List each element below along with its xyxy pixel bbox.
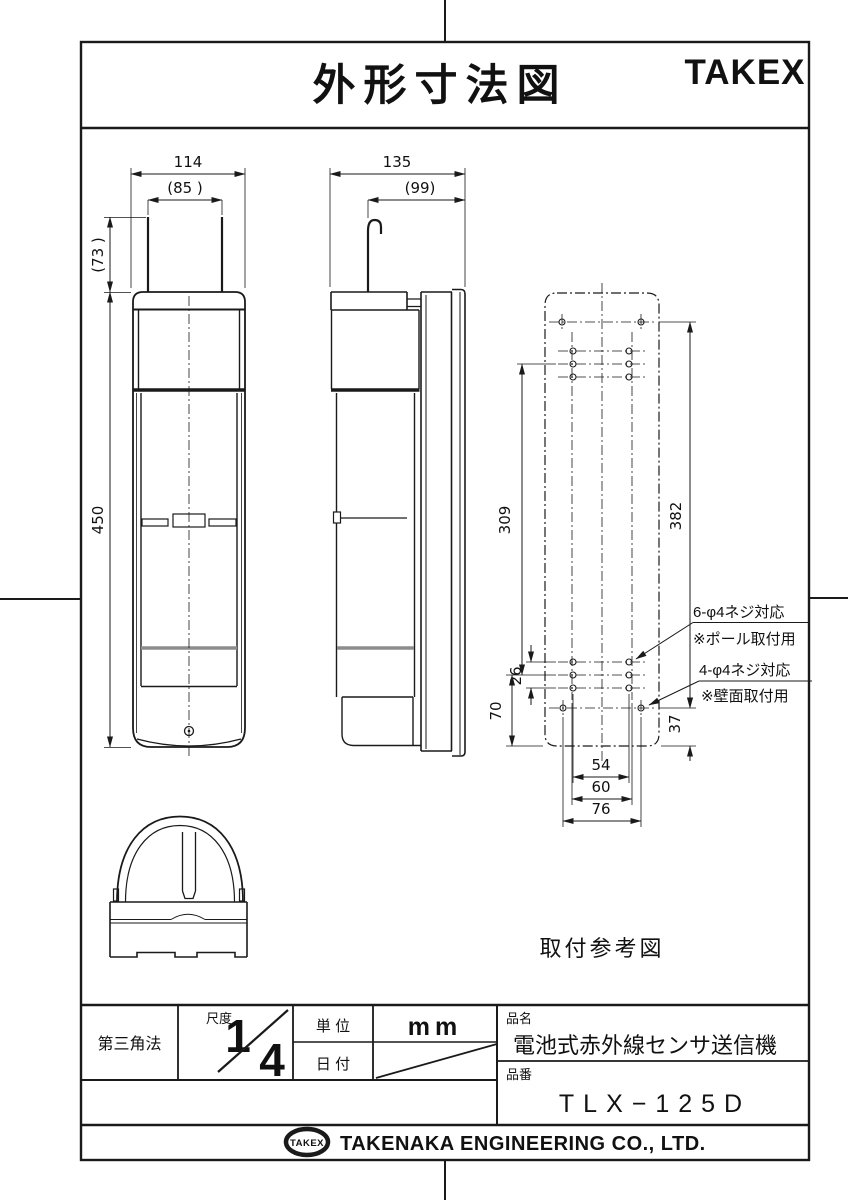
- footer: TAKEX TAKENAKA ENGINEERING CO., LTD.: [283, 1126, 706, 1158]
- mounting-caption: 取付参考図: [539, 936, 664, 961]
- product-name: 電池式赤外線センサ送信機: [513, 1033, 777, 1058]
- antenna-span-label: (85 ): [167, 179, 203, 197]
- plate-row-lines: [549, 321, 656, 709]
- dim-54-label: 54: [591, 756, 610, 774]
- base-bottom-edge: [110, 951, 247, 958]
- side-depth-ext: [329, 168, 466, 287]
- footer-logo-oval: [283, 1126, 331, 1158]
- side-connector: [407, 298, 421, 308]
- dome-inner: [124, 824, 236, 903]
- frame-border: [79, 40, 811, 1162]
- scale-label: 尺度: [206, 1011, 232, 1026]
- front-width-label: 114: [174, 153, 203, 171]
- side-tab: [332, 511, 342, 524]
- top-view: [109, 815, 248, 958]
- scale-slash: [217, 1009, 289, 1073]
- dim-76-label: 76: [591, 800, 610, 818]
- note-pole-line2: ※ポール取付用: [693, 631, 796, 648]
- unit-value: mm: [408, 1013, 462, 1041]
- front-body-outline: [132, 291, 246, 748]
- front-inner-panel: [140, 393, 238, 688]
- dim-70-label: 70: [487, 701, 505, 720]
- note-wall-line1: 4-φ4ネジ対応: [699, 662, 790, 679]
- dim-37-label: 37: [666, 714, 684, 733]
- dome-outer: [116, 815, 244, 903]
- side-bracket: [420, 291, 453, 752]
- dome-tab-left: [112, 888, 120, 902]
- plate-holes: [558, 318, 645, 712]
- dim-382-label: 382: [667, 502, 685, 531]
- mounting-plate-view: 309 382 26 70 37 54 60 76 6-φ4ネジ対応 ※ポール取…: [487, 283, 812, 961]
- plate-column-lines: [571, 332, 633, 700]
- title-block: 第三角法 尺度 1 4 単 位 mm 日 付 品名 電池式赤外線センサ送信機 品…: [81, 1003, 809, 1127]
- side-top-band: [330, 291, 408, 311]
- projection-label: 第三角法: [97, 1035, 161, 1053]
- brand-logo-text: TAKEX: [684, 53, 805, 92]
- side-cap-box: [330, 309, 420, 389]
- dim-26-label: 26: [507, 666, 525, 685]
- front-slot-left: [141, 518, 169, 527]
- side-99-label: (99): [405, 179, 436, 197]
- base-divider: [110, 913, 247, 924]
- header: 外形寸法図 TAKEX: [313, 53, 805, 110]
- page-title: 外形寸法図: [313, 62, 568, 110]
- side-view: 135 (99): [329, 153, 466, 757]
- front-slot-right: [208, 518, 237, 527]
- side-main-body: [335, 393, 416, 697]
- dome-slot: [181, 832, 197, 900]
- front-height-label: 450: [89, 506, 107, 535]
- front-width-ext: [130, 168, 246, 288]
- footer-company: TAKENAKA ENGINEERING CO., LTD.: [340, 1133, 706, 1155]
- plate-hole-ticks: [561, 314, 642, 716]
- note-pole-leader: [635, 622, 694, 660]
- side-bottom-cap: [341, 696, 421, 747]
- base-outline: [109, 901, 248, 957]
- product-number-label: 品番: [506, 1067, 532, 1082]
- date-blank-diagonal: [375, 1043, 498, 1079]
- unit-label: 単 位: [316, 1018, 350, 1035]
- dim-309-label: 309: [496, 506, 514, 535]
- date-label: 日 付: [316, 1056, 350, 1073]
- dome-tab-right: [238, 888, 246, 902]
- note-wall-leader: [648, 680, 700, 706]
- note-pole-line1: 6-φ4ネジ対応: [693, 604, 784, 621]
- product-name-label: 品名: [506, 1011, 532, 1026]
- hook-antenna: [366, 218, 383, 292]
- antenna-span-ext: [147, 200, 223, 215]
- side-mount-plate: [452, 288, 466, 757]
- product-number: TLX−125D: [559, 1090, 751, 1118]
- front-cap-sides: [137, 310, 241, 389]
- antenna-height-label: (73 ): [89, 237, 107, 273]
- dim-60-label: 60: [591, 778, 610, 796]
- footer-logo-text: TAKEX: [290, 1138, 324, 1149]
- plate-ext-lines: [506, 321, 696, 747]
- scale-denominator: 4: [259, 1034, 285, 1086]
- plate-bottom-ext-lines: [562, 694, 642, 827]
- front-bottom-arc: [136, 738, 242, 747]
- note-wall-line2: ※壁面取付用: [701, 688, 789, 705]
- side-depth-label: 135: [383, 153, 412, 171]
- front-view: 114 (85 ) (73 ) 450: [89, 153, 246, 757]
- plate-outline: [544, 292, 660, 747]
- front-wall-lines: [136, 393, 242, 733]
